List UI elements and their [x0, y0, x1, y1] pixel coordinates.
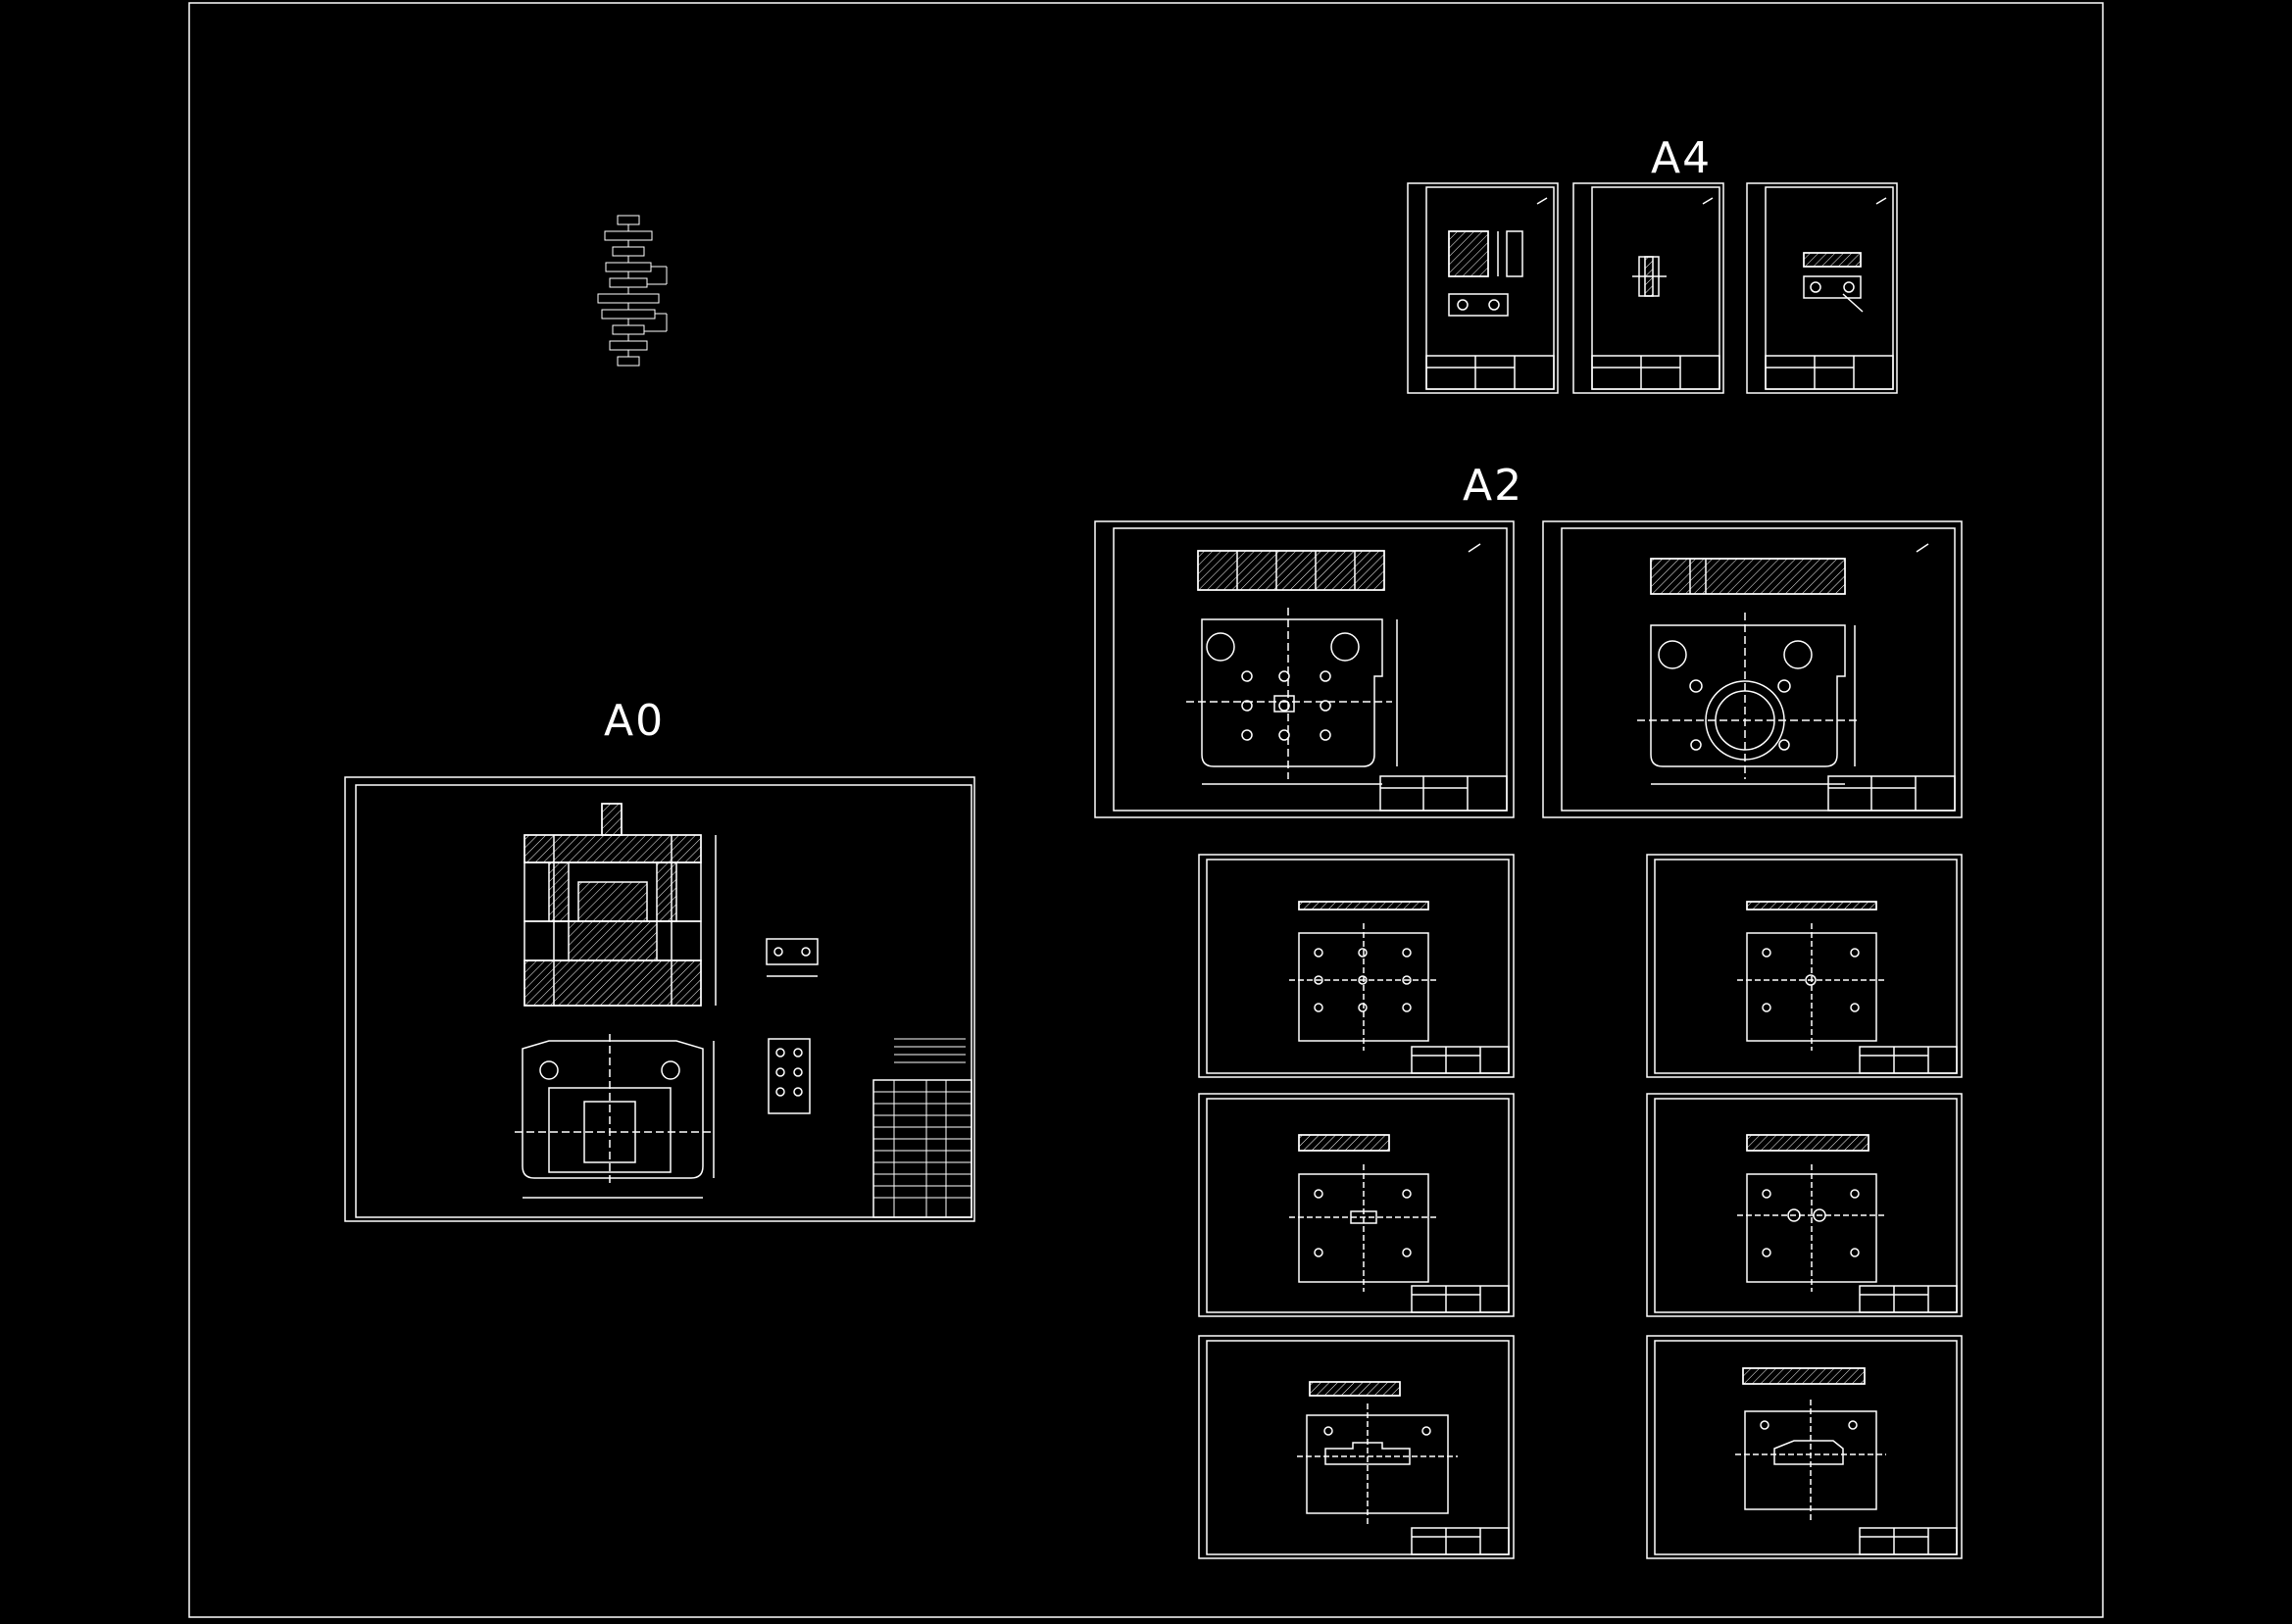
a2-sheets-label: A2	[1463, 461, 1524, 511]
a0-assembly-sheet[interactable]	[344, 776, 975, 1222]
a2-sheet-7[interactable]	[1198, 1335, 1515, 1559]
a2-sheet-2[interactable]	[1542, 520, 1963, 818]
drawing-limits-border	[188, 2, 2104, 1618]
a4-sheet-2[interactable]	[1572, 182, 1724, 394]
process-flowchart	[597, 215, 668, 367]
a2-sheet-8[interactable]	[1646, 1335, 1963, 1559]
a2-sheet-4[interactable]	[1646, 854, 1963, 1078]
a2-sheet-1[interactable]	[1094, 520, 1515, 818]
a2-sheet-3[interactable]	[1198, 854, 1515, 1078]
a2-sheet-6[interactable]	[1646, 1093, 1963, 1317]
a4-sheet-1[interactable]	[1407, 182, 1559, 394]
a2-sheet-5[interactable]	[1198, 1093, 1515, 1317]
a4-sheets-label: A4	[1651, 133, 1713, 183]
a0-sheet-label: A0	[604, 696, 666, 746]
a4-sheet-3[interactable]	[1746, 182, 1898, 394]
